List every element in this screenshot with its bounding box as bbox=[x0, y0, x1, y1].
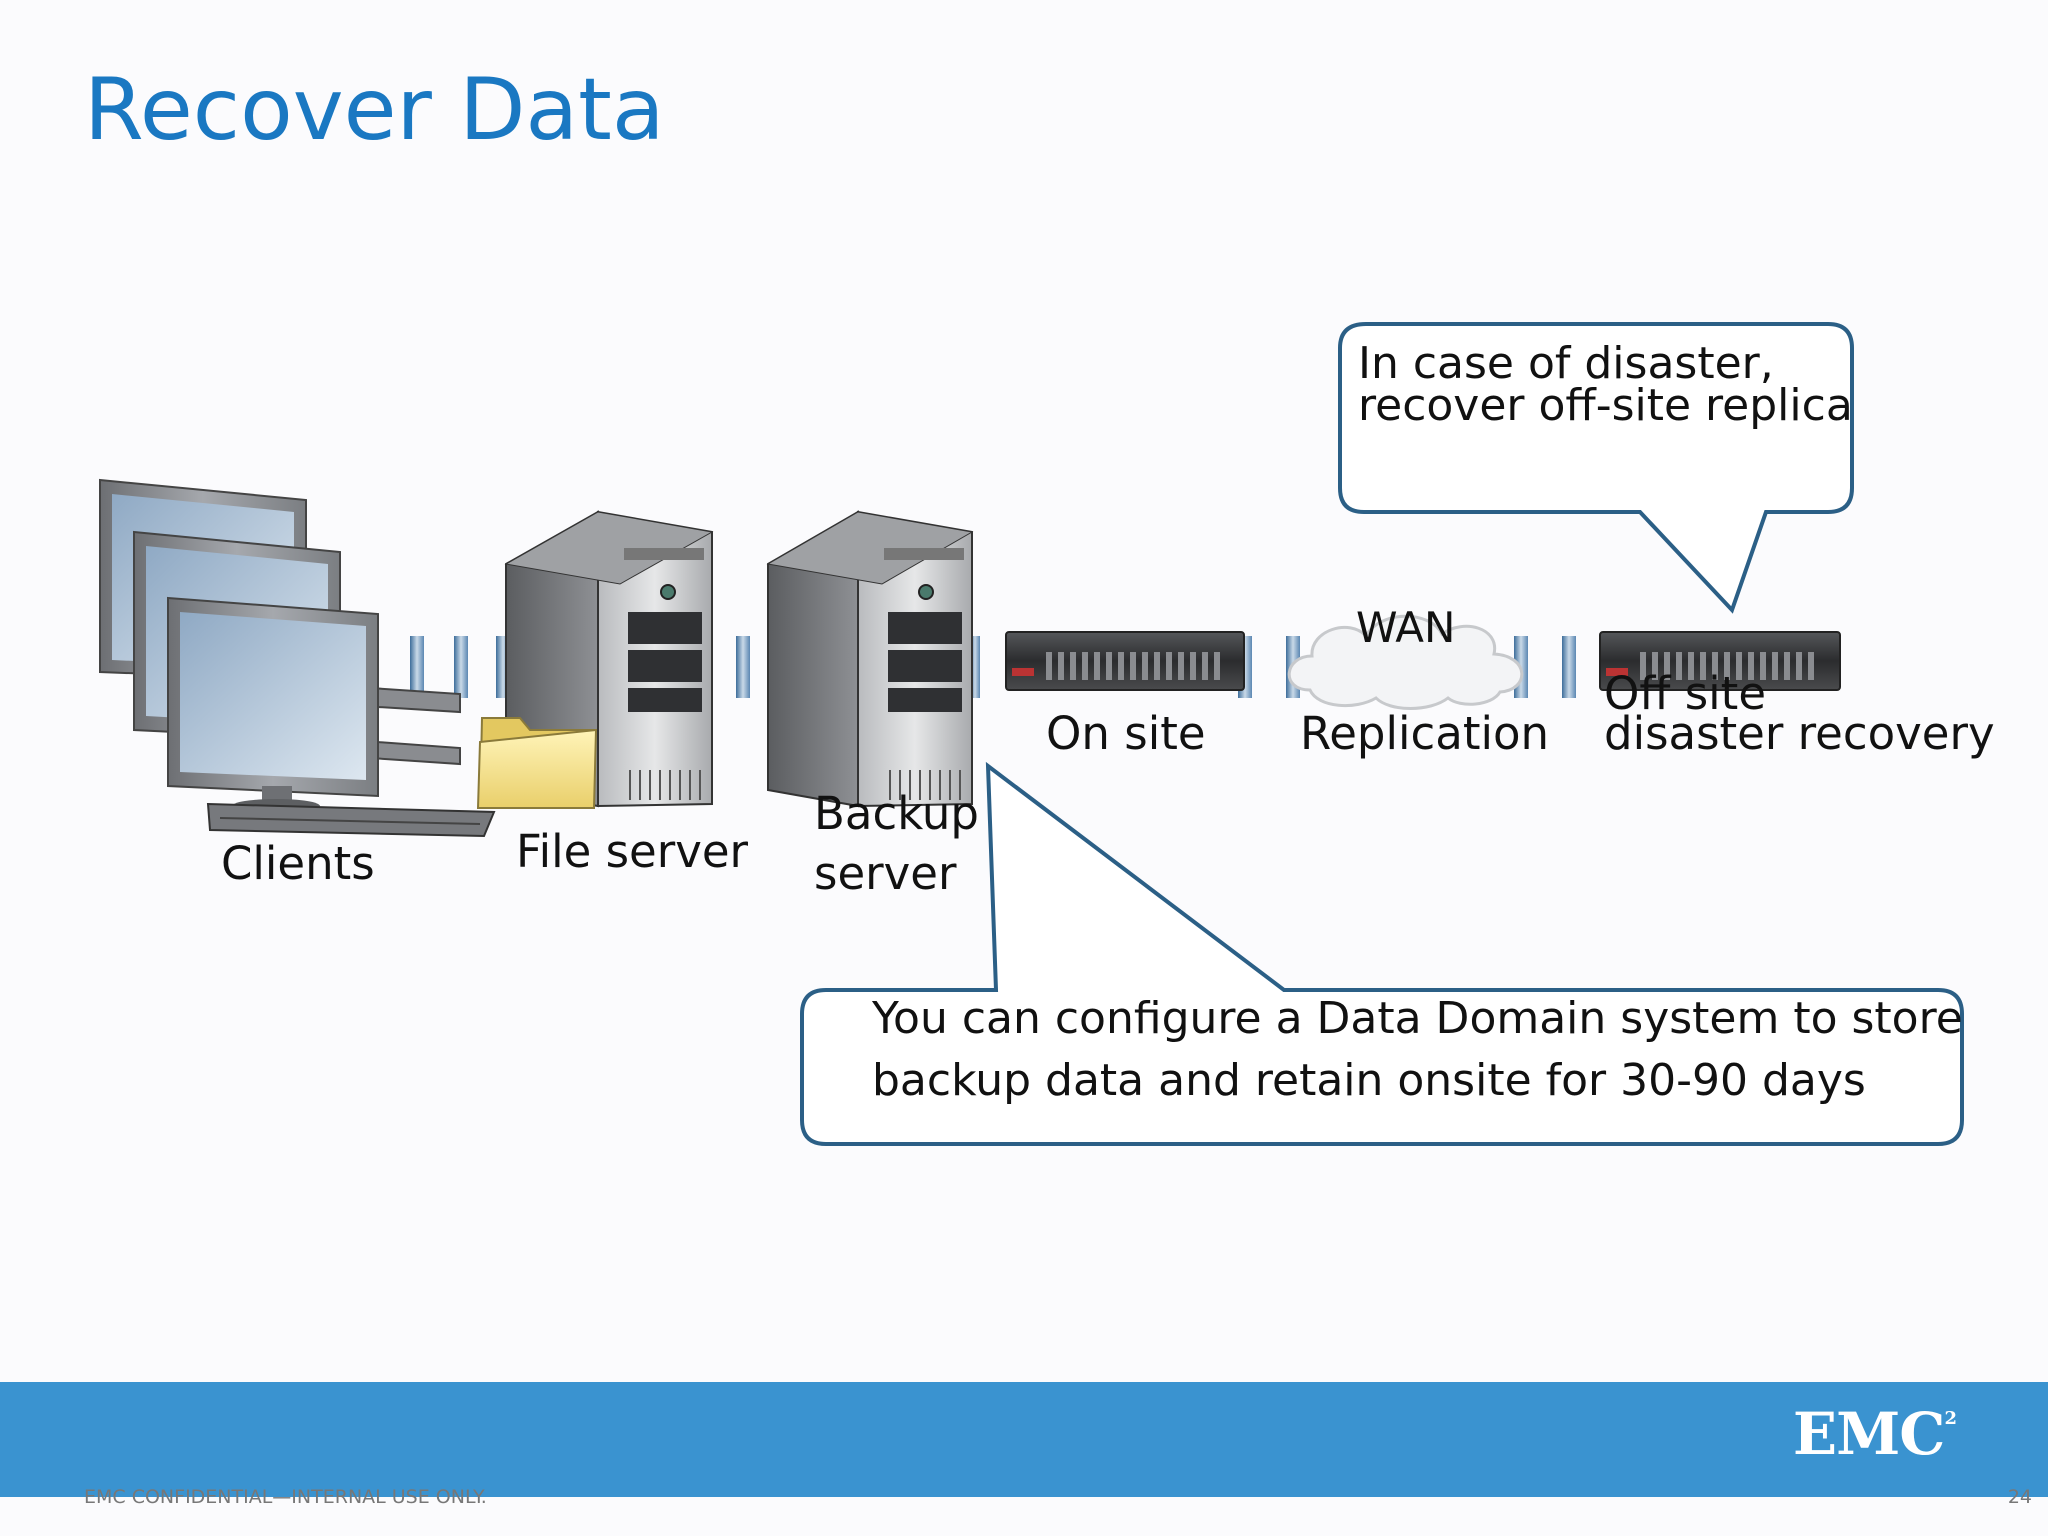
offsite-storage-appliance-icon bbox=[1599, 631, 1841, 691]
disaster-callout-bubble bbox=[1338, 322, 1854, 614]
backup-server-label-line2: server bbox=[814, 847, 957, 900]
onsite-storage-appliance-icon bbox=[1005, 631, 1245, 691]
replication-label: Replication bbox=[1300, 707, 1550, 760]
on-site-label: On site bbox=[1046, 707, 1206, 760]
onsite-callout-line2: backup data and retain onsite for 30-90 … bbox=[872, 1055, 1866, 1106]
onsite-callout-line1: You can configure a Data Domain system t… bbox=[872, 993, 1963, 1044]
page-number: 24 bbox=[2007, 1486, 2032, 1508]
clients-label: Clients bbox=[221, 837, 375, 890]
file-server-label: File server bbox=[516, 825, 749, 878]
folder-icon bbox=[476, 717, 598, 809]
disaster-callout-line1: In case of disaster, bbox=[1358, 338, 1774, 389]
onsite-callout-bubble bbox=[800, 761, 1964, 1146]
cloud-icon bbox=[1287, 614, 1524, 710]
emc-logo: EMC2 bbox=[1792, 1400, 1957, 1468]
disaster-callout-line2: recover off-site replica bbox=[1358, 380, 1853, 431]
off-site-label-line2: disaster recovery bbox=[1604, 707, 1995, 760]
confidential-notice: EMC CONFIDENTIAL—INTERNAL USE ONLY. bbox=[84, 1486, 487, 1508]
slide-title: Recover Data bbox=[84, 60, 665, 160]
backup-server-label-line1: Backup bbox=[814, 787, 979, 840]
footer-band bbox=[0, 1382, 2048, 1497]
backup-server-icon bbox=[766, 510, 974, 808]
keyboard-icon bbox=[206, 802, 496, 838]
monitor-icon bbox=[167, 596, 379, 813]
off-site-label-line1: Off site bbox=[1604, 667, 1767, 720]
clients-icon bbox=[99, 478, 496, 838]
wan-label: WAN bbox=[1356, 603, 1456, 652]
